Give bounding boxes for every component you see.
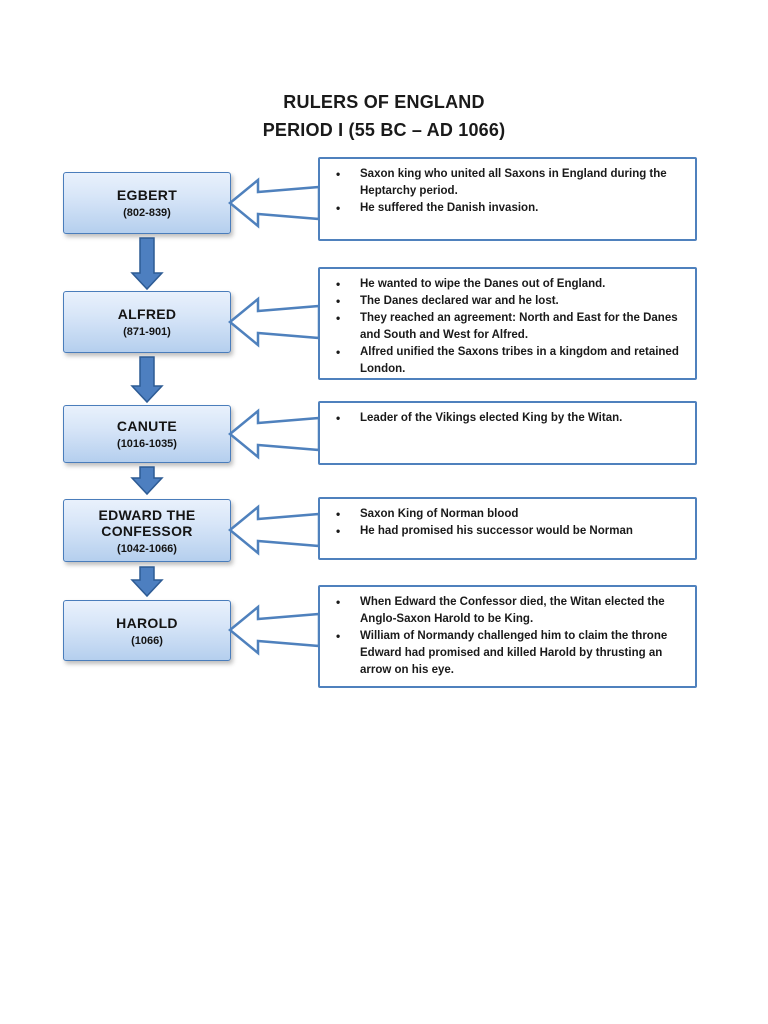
king-dates: (871-901) bbox=[123, 326, 171, 338]
left-arrow-callout-icon bbox=[228, 408, 320, 460]
left-arrow-callout-icon bbox=[228, 604, 320, 656]
note-item: Saxon king who united all Saxons in Engl… bbox=[336, 166, 681, 200]
down-arrow-icon bbox=[130, 356, 164, 404]
note-item: Saxon King of Norman blood bbox=[336, 506, 681, 523]
note-item: Leader of the Vikings elected King by th… bbox=[336, 410, 681, 427]
note-list: Saxon king who united all Saxons in Engl… bbox=[320, 159, 695, 217]
king-dates: (802-839) bbox=[123, 207, 171, 219]
note-list: He wanted to wipe the Danes out of Engla… bbox=[320, 269, 695, 378]
king-name: HAROLD bbox=[116, 614, 178, 631]
king-box-egbert: EGBERT (802-839) bbox=[63, 172, 231, 234]
note-item: They reached an agreement: North and Eas… bbox=[336, 310, 681, 344]
king-name: EGBERT bbox=[116, 187, 178, 203]
note-item: He suffered the Danish invasion. bbox=[336, 200, 681, 217]
king-dates: (1016-1035) bbox=[117, 438, 177, 450]
title-line-2: PERIOD I (55 BC – AD 1066) bbox=[262, 120, 506, 140]
note-list: When Edward the Confessor died, the Wita… bbox=[320, 587, 695, 679]
note-item: William of Normandy challenged him to cl… bbox=[336, 628, 681, 679]
king-box-alfred: ALFRED (871-901) bbox=[63, 291, 231, 353]
note-item: When Edward the Confessor died, the Wita… bbox=[336, 594, 681, 628]
king-name: EDWARD THE CONFESSOR bbox=[98, 506, 196, 539]
title-line-1: RULERS OF ENGLAND bbox=[283, 92, 485, 112]
down-arrow-icon bbox=[130, 566, 164, 598]
king-dates: (1042-1066) bbox=[117, 542, 177, 555]
down-arrow-icon bbox=[130, 237, 164, 291]
left-arrow-callout-icon bbox=[228, 296, 320, 348]
note-box-canute: Leader of the Vikings elected King by th… bbox=[318, 401, 697, 465]
note-box-egbert: Saxon king who united all Saxons in Engl… bbox=[318, 157, 697, 241]
left-arrow-callout-icon bbox=[228, 177, 320, 229]
note-item: Alfred unified the Saxons tribes in a ki… bbox=[336, 344, 681, 378]
note-box-edward-the-confessor: Saxon King of Norman bloodHe had promise… bbox=[318, 497, 697, 560]
king-box-harold: HAROLD (1066) bbox=[63, 600, 231, 661]
page-title: RULERS OF ENGLAND PERIOD I (55 BC – AD 1… bbox=[0, 88, 768, 144]
king-dates: (1066) bbox=[131, 634, 163, 647]
note-item: He wanted to wipe the Danes out of Engla… bbox=[336, 276, 681, 293]
note-box-alfred: He wanted to wipe the Danes out of Engla… bbox=[318, 267, 697, 380]
king-name: CANUTE bbox=[116, 418, 178, 434]
note-list: Leader of the Vikings elected King by th… bbox=[320, 403, 695, 427]
down-arrow-icon bbox=[130, 466, 164, 496]
left-arrow-callout-icon bbox=[228, 504, 320, 556]
note-box-harold: When Edward the Confessor died, the Wita… bbox=[318, 585, 697, 688]
note-list: Saxon King of Norman bloodHe had promise… bbox=[320, 499, 695, 540]
king-box-canute: CANUTE (1016-1035) bbox=[63, 405, 231, 463]
king-box-edward-the-confessor: EDWARD THE CONFESSOR (1042-1066) bbox=[63, 499, 231, 562]
note-item: He had promised his successor would be N… bbox=[336, 523, 681, 540]
note-item: The Danes declared war and he lost. bbox=[336, 293, 681, 310]
king-name: ALFRED bbox=[117, 306, 177, 322]
